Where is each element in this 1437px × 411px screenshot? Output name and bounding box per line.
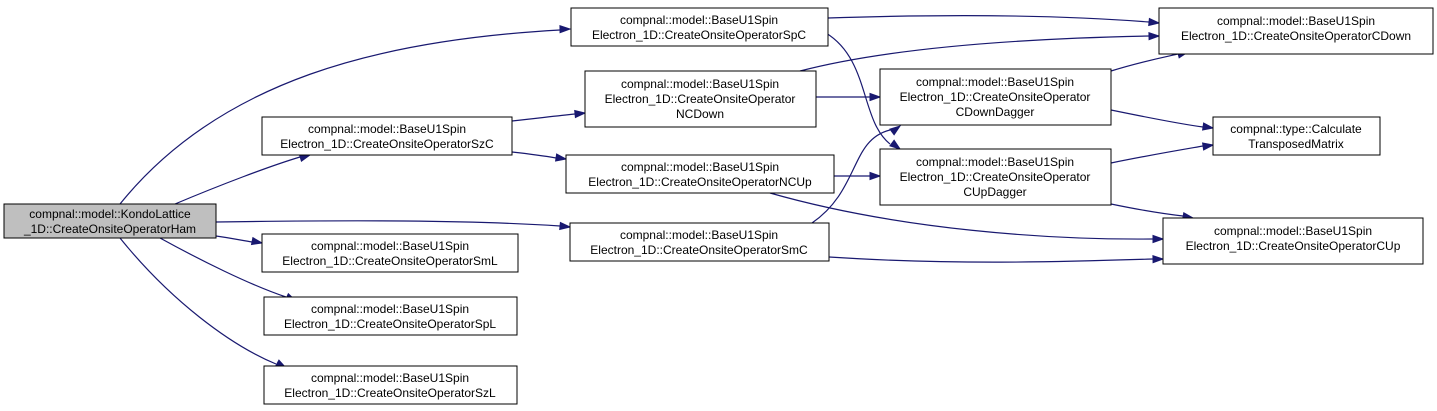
- edge-line: [215, 220, 561, 227]
- edge-line: [811, 129, 891, 224]
- node-label-line2: Electron_1D::CreateOnsiteOperatorCDown: [1181, 29, 1411, 43]
- edge-arrowhead: [559, 25, 572, 34]
- edge-ham-to-spc: [119, 25, 572, 205]
- edge-line: [159, 237, 287, 298]
- node-kondo-lattice-create-onsite-operator-ham[interactable]: compnal::model::KondoLattice _1D::Create…: [3, 203, 217, 239]
- node-label-line3: CDownDagger: [956, 105, 1035, 119]
- node-label-line1: compnal::model::BaseU1Spin: [311, 239, 469, 253]
- edge-line: [119, 237, 277, 365]
- node-create-onsite-operator-szl[interactable]: compnal::model::BaseU1Spin Electron_1D::…: [263, 365, 518, 405]
- node-label-line1: compnal::model::BaseU1Spin: [311, 371, 469, 385]
- node-create-onsite-operator-cdowndagger[interactable]: compnal::model::BaseU1Spin Electron_1D::…: [879, 68, 1112, 126]
- node-label-line2: Electron_1D::CreateOnsiteOperatorSpL: [284, 317, 496, 331]
- edge-arrowhead: [1152, 234, 1165, 244]
- node-label-line2: TransposedMatrix: [1248, 137, 1344, 151]
- edge-ham-to-sml: [215, 235, 264, 246]
- edge-ham-to-szc: [174, 153, 312, 205]
- edge-line: [1110, 145, 1204, 164]
- node-create-onsite-operator-szc[interactable]: compnal::model::BaseU1Spin Electron_1D::…: [261, 116, 513, 156]
- edge-line: [1110, 109, 1204, 128]
- node-label-line2: Electron_1D::CreateOnsiteOperatorSmL: [282, 254, 498, 268]
- edge-line: [215, 235, 253, 243]
- node-label-line1: compnal::model::BaseU1Spin: [311, 302, 469, 316]
- edge-szc-to-ncup: [511, 151, 568, 162]
- node-label-line2: Electron_1D::CreateOnsiteOperatorSzL: [284, 386, 496, 400]
- edge-arrowhead: [1148, 32, 1161, 41]
- node-label-line2: Electron_1D::CreateOnsiteOperatorSzC: [280, 137, 494, 151]
- edge-spc-to-cdown: [827, 15, 1161, 27]
- node-label-line2: Electron_1D::CreateOnsiteOperatorNCUp: [588, 175, 812, 189]
- node-label-line3: NCDown: [676, 107, 724, 121]
- node-create-onsite-operator-spc[interactable]: compnal::model::BaseU1Spin Electron_1D::…: [570, 7, 829, 47]
- edge-line: [1110, 203, 1184, 217]
- edge-arrowhead: [1201, 142, 1215, 151]
- edge-szc-to-ncdown: [511, 109, 587, 122]
- node-label-line2: Electron_1D::CreateOnsiteOperatorSmC: [590, 243, 808, 257]
- node-create-onsite-operator-ncup[interactable]: compnal::model::BaseU1Spin Electron_1D::…: [565, 154, 835, 194]
- edge-ham-to-szl: [119, 237, 288, 369]
- edge-arrowhead: [1148, 17, 1161, 27]
- edge-arrowhead: [869, 171, 882, 181]
- node-calculate-transposed-matrix[interactable]: compnal::type::Calculate TransposedMatri…: [1212, 116, 1381, 156]
- node-create-onsite-operator-sml[interactable]: compnal::model::BaseU1Spin Electron_1D::…: [261, 233, 519, 273]
- edge-smc-to-cup: [828, 255, 1165, 264]
- node-label-line2: Electron_1D::CreateOnsiteOperator: [605, 92, 796, 106]
- edge-smc-to-cdowndg: [811, 125, 902, 224]
- node-label-line3: CUpDagger: [963, 185, 1026, 199]
- edge-spc-to-cupdg: [825, 32, 902, 150]
- node-create-onsite-operator-spl[interactable]: compnal::model::BaseU1Spin Electron_1D::…: [263, 296, 518, 336]
- node-create-onsite-operator-cupdagger[interactable]: compnal::model::BaseU1Spin Electron_1D::…: [879, 148, 1112, 206]
- node-label-line2: Electron_1D::CreateOnsiteOperator: [900, 170, 1091, 184]
- edge-arrowhead: [869, 92, 882, 102]
- edge-arrowhead: [889, 125, 902, 136]
- node-label-line1: compnal::model::BaseU1Spin: [620, 228, 778, 242]
- node-label-line1: compnal::model::BaseU1Spin: [1214, 224, 1372, 238]
- node-label-line1: compnal::model::KondoLattice: [29, 207, 191, 221]
- edge-ncdown-to-cdown: [799, 32, 1161, 72]
- node-label-line2: Electron_1D::CreateOnsiteOperatorSpC: [592, 28, 806, 42]
- edge-line: [828, 256, 1154, 263]
- node-label-line1: compnal::model::BaseU1Spin: [621, 160, 779, 174]
- edge-arrowhead: [559, 221, 572, 231]
- node-label-line1: compnal::model::BaseU1Spin: [308, 122, 466, 136]
- edge-ham-to-smc: [215, 220, 572, 231]
- edge-arrowhead: [554, 153, 568, 162]
- node-label-line1: compnal::type::Calculate: [1230, 122, 1362, 136]
- edge-ncdown-to-cdowndg: [815, 92, 882, 102]
- node-label-line2: Electron_1D::CreateOnsiteOperator: [900, 90, 1091, 104]
- edge-line: [511, 113, 576, 122]
- edge-arrowhead: [1201, 122, 1215, 131]
- edge-arrowhead: [250, 236, 264, 246]
- edge-cupdg-to-cup: [1110, 203, 1195, 221]
- edge-arrowhead: [298, 153, 312, 163]
- edge-line: [511, 151, 557, 159]
- edge-arrowhead: [889, 139, 902, 150]
- edge-line: [1110, 53, 1179, 72]
- node-create-onsite-operator-cup[interactable]: compnal::model::BaseU1Spin Electron_1D::…: [1162, 217, 1424, 265]
- edge-line: [769, 192, 1154, 240]
- edge-ncup-to-cupdg: [833, 171, 882, 181]
- edge-line: [119, 29, 561, 205]
- node-label-line2: _1D::CreateOnsiteOperatorHam: [23, 222, 196, 236]
- edge-arrowhead: [1152, 255, 1165, 264]
- node-create-onsite-operator-ncdown[interactable]: compnal::model::BaseU1Spin Electron_1D::…: [584, 70, 817, 128]
- edge-line: [827, 15, 1150, 23]
- edge-line: [174, 156, 301, 205]
- edges: [119, 15, 1215, 369]
- edge-line: [799, 35, 1150, 72]
- node-label-line2: Electron_1D::CreateOnsiteOperatorCUp: [1186, 239, 1401, 253]
- edge-arrowhead: [574, 109, 587, 119]
- node-label-line1: compnal::model::BaseU1Spin: [621, 77, 779, 91]
- node-label-line1: compnal::model::BaseU1Spin: [916, 75, 1074, 89]
- node-create-onsite-operator-cdown[interactable]: compnal::model::BaseU1Spin Electron_1D::…: [1158, 7, 1434, 55]
- edge-line: [825, 32, 891, 145]
- node-label-line1: compnal::model::BaseU1Spin: [916, 155, 1074, 169]
- edge-ncup-to-cup: [769, 192, 1165, 244]
- node-label-line1: compnal::model::BaseU1Spin: [1217, 14, 1375, 28]
- node-label-line1: compnal::model::BaseU1Spin: [620, 13, 778, 27]
- edge-cdowndg-to-transp: [1110, 109, 1215, 131]
- edge-cupdg-to-transp: [1110, 142, 1215, 164]
- node-create-onsite-operator-smc[interactable]: compnal::model::BaseU1Spin Electron_1D::…: [569, 222, 830, 262]
